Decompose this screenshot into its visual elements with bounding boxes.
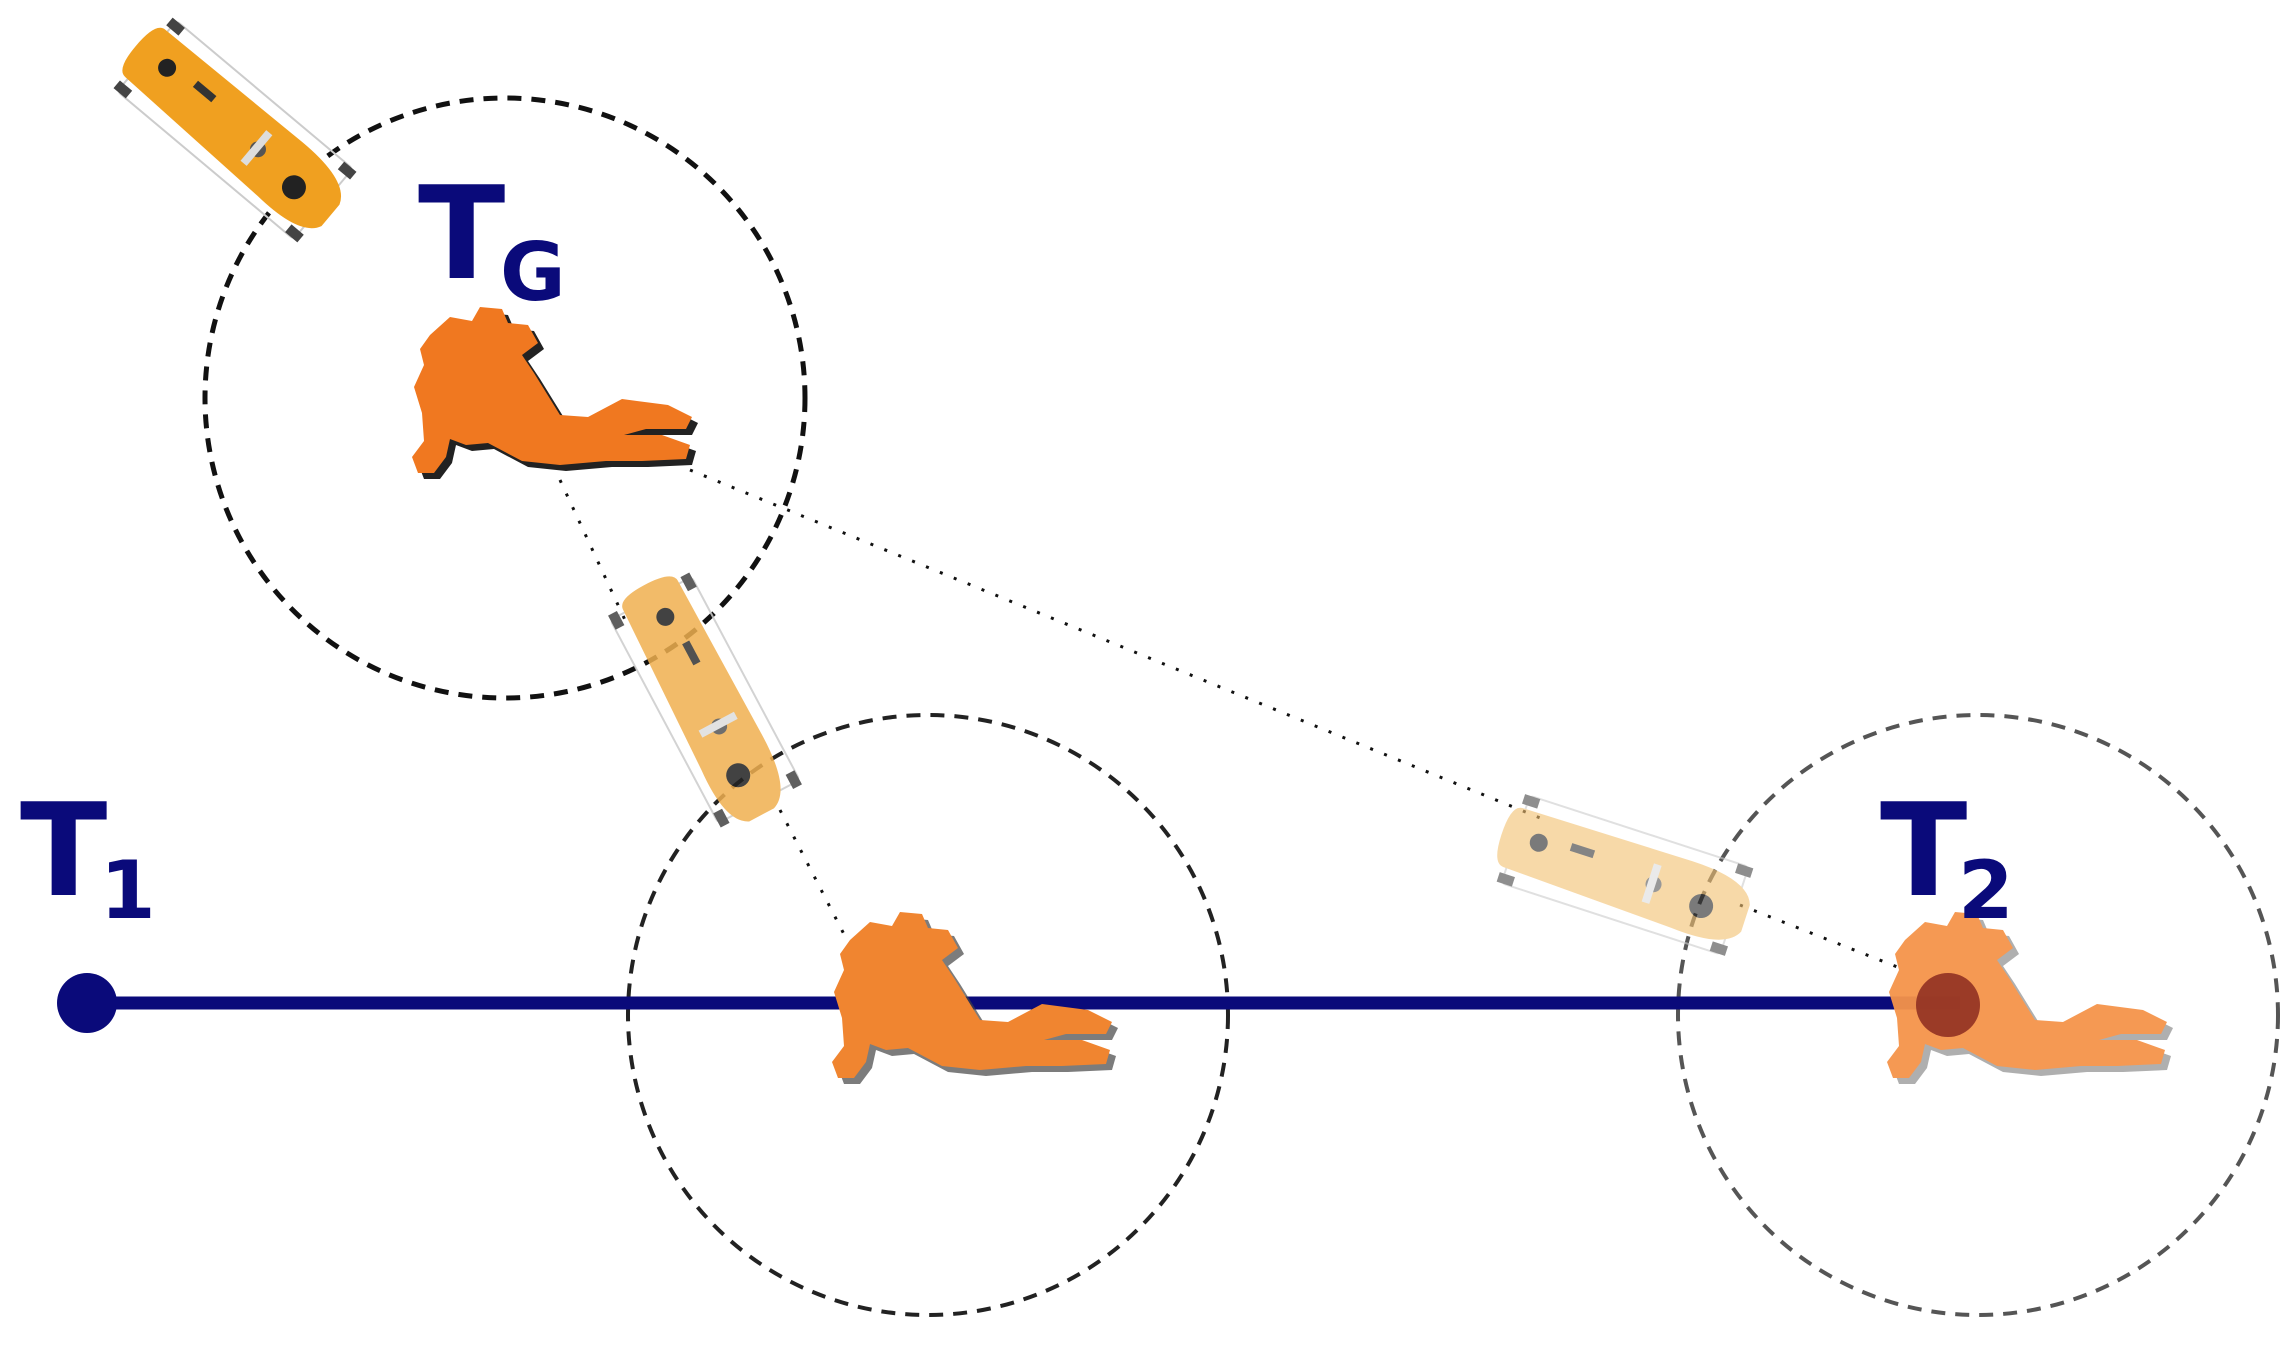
underwater-robot-icon [1486, 790, 1762, 960]
svg-text:T: T [1880, 777, 1967, 926]
underwater-robot-icon [602, 562, 807, 836]
svg-text:2: 2 [1958, 844, 2014, 937]
svg-text:T: T [20, 777, 107, 926]
goal-label: T G [418, 160, 566, 319]
svg-text:T: T [418, 160, 505, 309]
underwater-robot-icon [104, 10, 364, 249]
middle-region-circle [626, 713, 1230, 1317]
goal-region-circle [202, 95, 808, 701]
start-point [57, 973, 117, 1033]
dotted-line-goal-to-mid-robot [558, 479, 627, 621]
end-label: T 2 [1880, 777, 2014, 937]
dotted-line-goal-to-end-robot [689, 468, 1546, 822]
svg-text:G: G [500, 226, 566, 319]
target-marker [1916, 973, 1980, 1037]
end-region-circle [1676, 713, 2280, 1317]
svg-text:1: 1 [100, 844, 156, 937]
scuba-diver-icon [412, 307, 698, 479]
dotted-line-mid-robot-to-diver [778, 809, 867, 976]
start-label: T 1 [20, 777, 156, 937]
